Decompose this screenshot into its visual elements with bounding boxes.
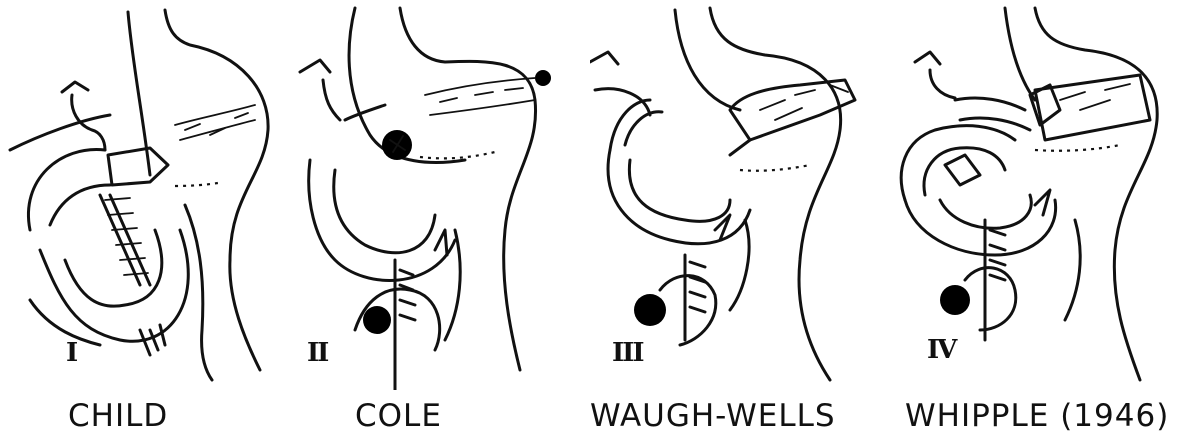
caption-label: WAUGH-WELLS [590, 398, 836, 434]
numeral-label: IV [927, 335, 955, 365]
caption-label: WHIPPLE (1946) [905, 398, 1169, 434]
panel-cole: II COLE [295, 0, 590, 438]
caption-label: COLE [355, 398, 442, 434]
child-anatomy-drawing [0, 0, 295, 390]
waugh-wells-anatomy-drawing [590, 0, 885, 390]
panel-child: I CHILD [0, 0, 295, 438]
numeral-label: I [66, 338, 76, 368]
caption-label: CHILD [68, 398, 168, 434]
numeral-label: III [612, 338, 643, 368]
whipple-anatomy-drawing [885, 0, 1180, 390]
panel-whipple-1946: IV WHIPPLE (1946) [885, 0, 1180, 438]
panel-waugh-wells: III WAUGH-WELLS [590, 0, 885, 438]
cole-anatomy-drawing [295, 0, 590, 390]
numeral-label: II [307, 338, 327, 368]
